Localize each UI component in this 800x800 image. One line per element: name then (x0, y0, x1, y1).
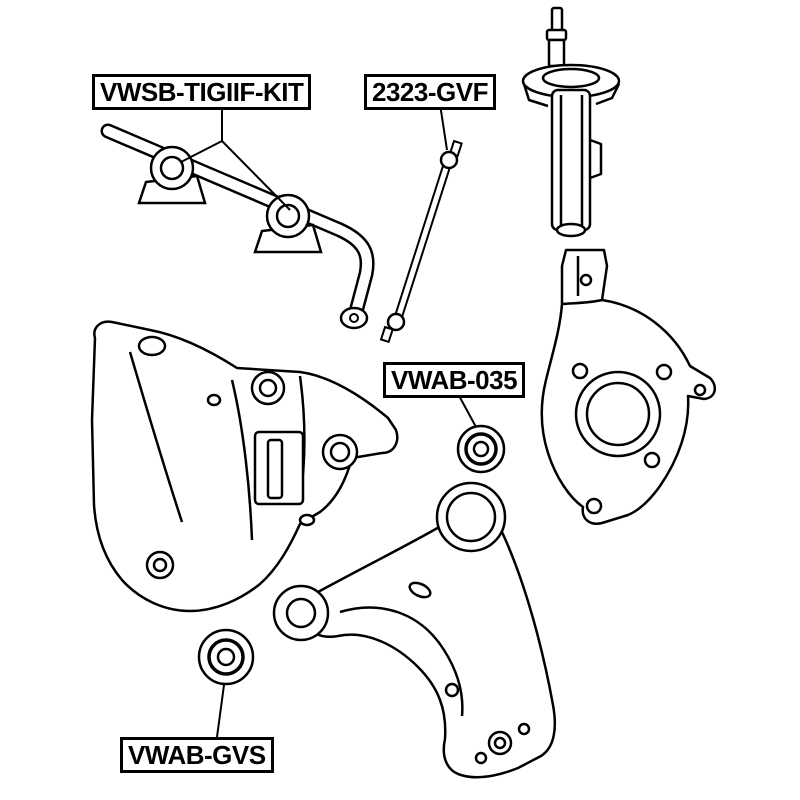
bushing-gvs-drawing (197, 628, 255, 686)
strut-drawing (521, 6, 621, 238)
steering-knuckle-drawing (540, 248, 717, 525)
part-label-control-arm-bushing-rear[interactable]: VWAB-035 (383, 362, 526, 398)
bushing-035-drawing (456, 424, 506, 474)
part-label-stabilizer-bushing-kit[interactable]: VWSB-TIGIIF-KIT (92, 74, 312, 110)
stabilizer-bar-drawing (100, 123, 375, 330)
control-arm-drawing (272, 481, 557, 779)
leader-line-gvs (216, 684, 225, 738)
part-label-control-arm-bushing-front[interactable]: VWAB-GVS (120, 737, 274, 773)
leader-line-kit-bushing1 (180, 140, 223, 163)
leader-line-link (439, 103, 448, 151)
stabilizer-link-drawing (379, 139, 463, 344)
part-label-stabilizer-link[interactable]: 2323-GVF (364, 74, 496, 110)
leader-line-kit-bushing2 (221, 140, 291, 211)
subframe-drawing (90, 320, 399, 613)
